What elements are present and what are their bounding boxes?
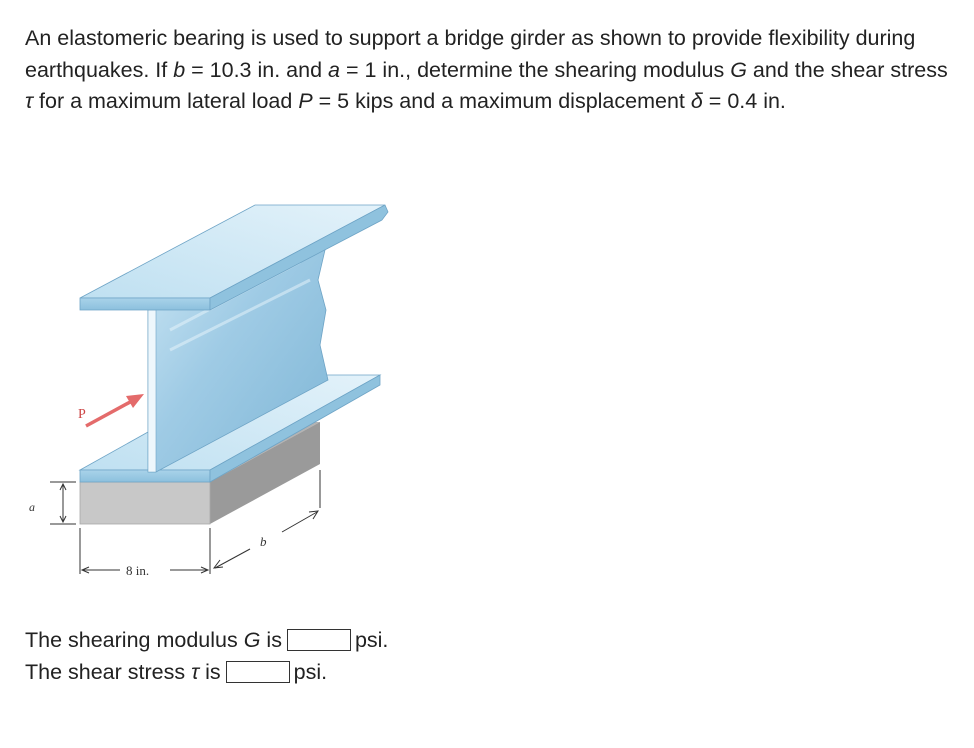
- arrow-shaft: [85, 399, 133, 428]
- pad-front-face: [79, 481, 211, 525]
- arrow-head: [126, 394, 144, 408]
- load-arrow: [85, 394, 144, 428]
- dimension-b: [212, 470, 321, 569]
- label-width: 8 in.: [126, 563, 149, 578]
- problem-text: and the shear stress: [746, 57, 948, 82]
- bearing-diagram: P a 8 in. b: [29, 204, 389, 578]
- variable-tau: τ: [25, 89, 34, 113]
- dimension-width: [79, 528, 211, 574]
- problem-text: An elastomeric bearing is used to suppor…: [25, 26, 916, 82]
- pad-side-face: [210, 422, 320, 524]
- label-a: a: [29, 500, 35, 514]
- label-P: P: [78, 407, 86, 422]
- answer-tau-unit: psi.: [293, 660, 328, 684]
- bearing-figure: P a 8 in. b: [20, 180, 420, 600]
- bottom-flange-front: [79, 469, 211, 483]
- answer-G-is: is: [260, 628, 282, 652]
- answer-tau-variable: τ: [191, 660, 200, 684]
- problem-text: for a maximum lateral load: [33, 89, 299, 113]
- shear-stress-input[interactable]: [225, 661, 290, 683]
- dimension-a: [50, 481, 76, 525]
- variable-a: a: [328, 57, 340, 82]
- variable-delta: δ: [690, 89, 703, 113]
- top-flange-side: [209, 204, 389, 311]
- answer-tau-is: is: [199, 660, 221, 684]
- answer-section: The shearing modulus G is psi. The shear …: [25, 624, 388, 688]
- answer-tau-label: The shear stress: [25, 660, 192, 684]
- shearing-modulus-input[interactable]: [286, 629, 351, 651]
- label-b: b: [260, 534, 267, 549]
- variable-b: b: [173, 57, 186, 82]
- answer-line-G: The shearing modulus G is psi.: [25, 624, 388, 656]
- problem-text: = 10.3 in. and: [185, 57, 329, 82]
- bottom-flange-side: [209, 374, 381, 483]
- answer-G-unit: psi.: [354, 628, 389, 652]
- problem-text: = 1 in., determine the shearing modulus: [340, 57, 731, 82]
- problem-statement: An elastomeric bearing is used to suppor…: [25, 23, 955, 118]
- top-flange-front: [79, 297, 211, 311]
- top-flange: [79, 204, 389, 311]
- web-edge: [147, 309, 157, 473]
- answer-G-variable: G: [243, 628, 261, 652]
- top-flange-top: [79, 204, 386, 299]
- problem-text: = 0.4 in.: [702, 89, 786, 113]
- variable-G: G: [730, 57, 747, 82]
- variable-P: P: [298, 89, 313, 113]
- answer-line-tau: The shear stress τ is psi.: [25, 656, 388, 688]
- problem-text: = 5 kips and a maximum displacement: [312, 89, 691, 113]
- answer-G-label: The shearing modulus: [25, 628, 244, 652]
